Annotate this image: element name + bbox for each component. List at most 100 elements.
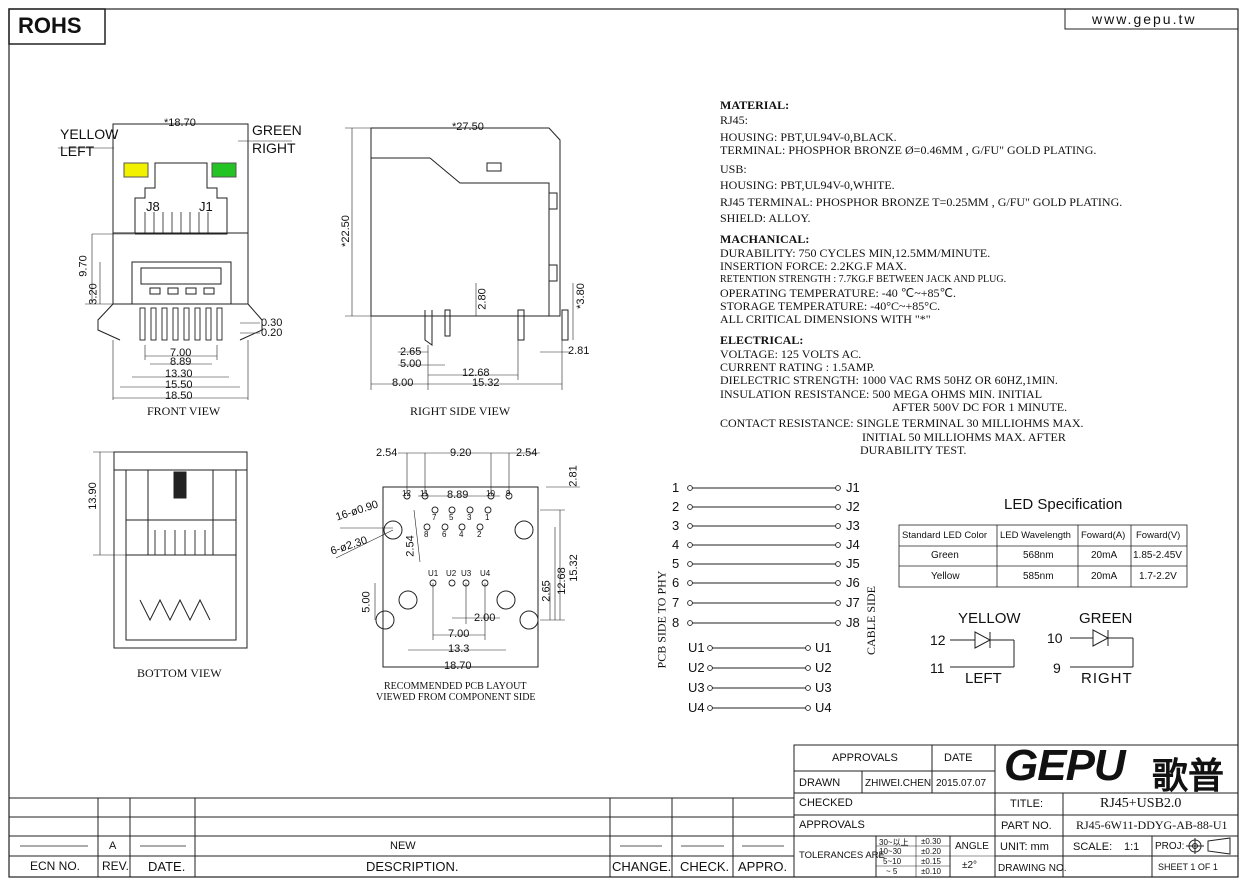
front-dim-9-70: 9.70: [77, 255, 90, 277]
led-green-pin-a: 10: [1047, 630, 1063, 646]
spec-voltage: VOLTAGE: 125 VOLTS AC.: [720, 346, 862, 361]
pcb-dim-2-00: 2.00: [474, 612, 496, 624]
schem-j4: J4: [846, 537, 860, 552]
spec-usb-title: USB:: [720, 162, 747, 177]
tb-proj-label: PROJ:: [1155, 841, 1185, 852]
front-dim-width: *18.70: [164, 117, 196, 129]
tb-tolerances-label: TOLERANCES ARE: [799, 850, 885, 861]
tb-approvals2-label: APPROVALS: [799, 819, 865, 831]
spec-mechanical-title: MACHANICAL:: [720, 232, 810, 247]
spec-material-title: MATERIAL:: [720, 98, 790, 112]
spec-current: CURRENT RATING : 1.5AMP.: [720, 360, 875, 375]
led-row-green-wavelength: 568nm: [1023, 550, 1054, 561]
tb-tol-value-1: ±0.30: [921, 837, 941, 846]
tb-tol-range-1: 30~以上: [879, 838, 909, 847]
led-yellow-pin-a: 12: [930, 632, 946, 648]
side-dim-3-80: *3.80: [574, 283, 587, 309]
tb-sheet-label: SHEET 1 OF 1: [1158, 862, 1218, 872]
schem-usb-right-1: U1: [815, 640, 832, 655]
pcb-dim-13-3: 13.3: [448, 643, 470, 655]
tb-tol-range-4: ~ 5: [886, 867, 898, 876]
spec-rj45-title: RJ45:: [720, 113, 749, 128]
pin-schematic: [687, 485, 841, 711]
led-green-label: GREEN: [1079, 610, 1133, 627]
led-row-green-forward-v: 1.85-2.45V: [1133, 550, 1182, 561]
led-header-color: Standard LED Color: [902, 530, 988, 541]
pcb-pin-4: 4: [459, 530, 464, 539]
led-symbols: [950, 629, 1134, 668]
led-yellow-left: LEFT: [965, 670, 1002, 687]
front-dim-7-00: 7.00: [170, 347, 192, 359]
tb-checked-label: CHECKED: [799, 797, 853, 809]
spec-op-temp: OPERATING TEMPERATURE: -40 ℃~+85℃.: [720, 285, 956, 300]
front-view: [58, 123, 292, 400]
front-dim-8-89: 8.89: [170, 356, 192, 368]
led-row-yellow-wavelength: 585nm: [1023, 571, 1054, 582]
side-dim-12-68: 12.68: [462, 367, 490, 379]
rev-header-description: DESCRIPTION.: [366, 859, 459, 874]
spec-contact-1: CONTACT RESISTANCE: SINGLE TERMINAL 30 M…: [720, 416, 1084, 431]
pcb-dim-2-54-a: 2.54: [376, 447, 398, 459]
title-block-grid: [793, 744, 1239, 878]
spec-insulation-2: AFTER 500V DC FOR 1 MINUTE.: [892, 399, 1068, 414]
tb-drawn-date: 2015.07.07: [936, 778, 987, 789]
rev-header-check: CHECK.: [680, 859, 730, 874]
pcb-dim-2-54-c: 2.54: [404, 535, 417, 557]
pcb-dim-15-32: 15.32: [567, 554, 580, 582]
led-row-yellow-color: Yellow: [931, 571, 960, 582]
website-box: [1064, 8, 1239, 30]
led-right-side: RIGHT: [252, 140, 296, 156]
pcb-dim-7-00: 7.00: [448, 628, 470, 640]
pcb-pin-8: 8: [424, 530, 429, 539]
pcb-dim-9-20: 9.20: [450, 447, 472, 459]
front-dim-0-30: 0.30: [261, 317, 283, 329]
pcb-side-label: PCB SIDE TO PHY: [654, 570, 669, 669]
right-side-view: [345, 127, 574, 390]
led-green-right: RIGHT: [1081, 670, 1133, 687]
pcb-pin-2: 2: [477, 530, 482, 539]
led-header-forward-a: Foward(A): [1081, 530, 1126, 541]
led-row-yellow-forward-a: 20mA: [1091, 571, 1118, 582]
pcb-pin-5: 5: [449, 513, 454, 522]
side-dim-2-81: 2.81: [568, 345, 590, 357]
pin-j1-label: J1: [199, 199, 213, 214]
spec-storage-temp: STORAGE TEMPERATURE: -40°C~+85°C.: [720, 298, 941, 313]
spec-block: MATERIAL: RJ45: HOUSING: PBT,UL94V-0,BLA…: [720, 98, 1122, 457]
bottom-view-caption: BOTTOM VIEW: [137, 666, 222, 680]
schem-j7: J7: [846, 595, 860, 610]
tb-unit-label: UNIT: mm: [1000, 841, 1049, 853]
pcb-pin-10: 10: [486, 489, 495, 498]
schem-j6: J6: [846, 575, 860, 590]
tb-tol-range-3: 5~10: [883, 857, 902, 866]
spec-contact-3: DURABILITY TEST.: [860, 442, 967, 457]
schem-pin-3: 3: [672, 518, 680, 533]
tb-tol-value-3: ±0.15: [921, 857, 941, 866]
gepu-logo: GEPU: [1004, 741, 1126, 790]
rohs-box: [8, 8, 106, 45]
schem-j8: J8: [846, 615, 860, 630]
front-dim-13-30: 13.30: [165, 368, 193, 380]
spec-durability: DURABILITY: 750 CYCLES MIN,12.5MM/MINUTE…: [720, 245, 991, 260]
bottom-view: [93, 451, 248, 649]
led-left-color: YELLOW: [60, 126, 119, 142]
schem-usb-right-3: U3: [815, 680, 832, 695]
schem-pin-4: 4: [672, 537, 680, 552]
led-row-green-color: Green: [931, 550, 959, 561]
schem-j3: J3: [846, 518, 860, 533]
pcb-caption-1: RECOMMENDED PCB LAYOUT: [384, 681, 527, 692]
led-row-yellow-forward-v: 1.7-2.2V: [1139, 571, 1177, 582]
spec-usb-housing: HOUSING: PBT,UL94V-0,WHITE.: [720, 178, 895, 193]
pcb-usb-u1: U1: [428, 569, 439, 578]
front-dim-0-20: 0.20: [261, 327, 283, 339]
rohs-mark: ROHS: [18, 13, 82, 38]
side-dim-27-50: *27.50: [452, 121, 484, 133]
pcb-pin-12: 12: [402, 489, 411, 498]
led-right-color: GREEN: [252, 122, 302, 138]
pcb-pin-6: 6: [442, 530, 447, 539]
tb-tol-range-2: 10~30: [879, 847, 902, 856]
tb-part-value: RJ45-6W11-DDYG-AB-88-U1: [1076, 818, 1228, 832]
schem-j2: J2: [846, 499, 860, 514]
cable-side-label: CABLE SIDE: [864, 586, 878, 655]
tb-angle-value: ±2°: [962, 860, 978, 871]
